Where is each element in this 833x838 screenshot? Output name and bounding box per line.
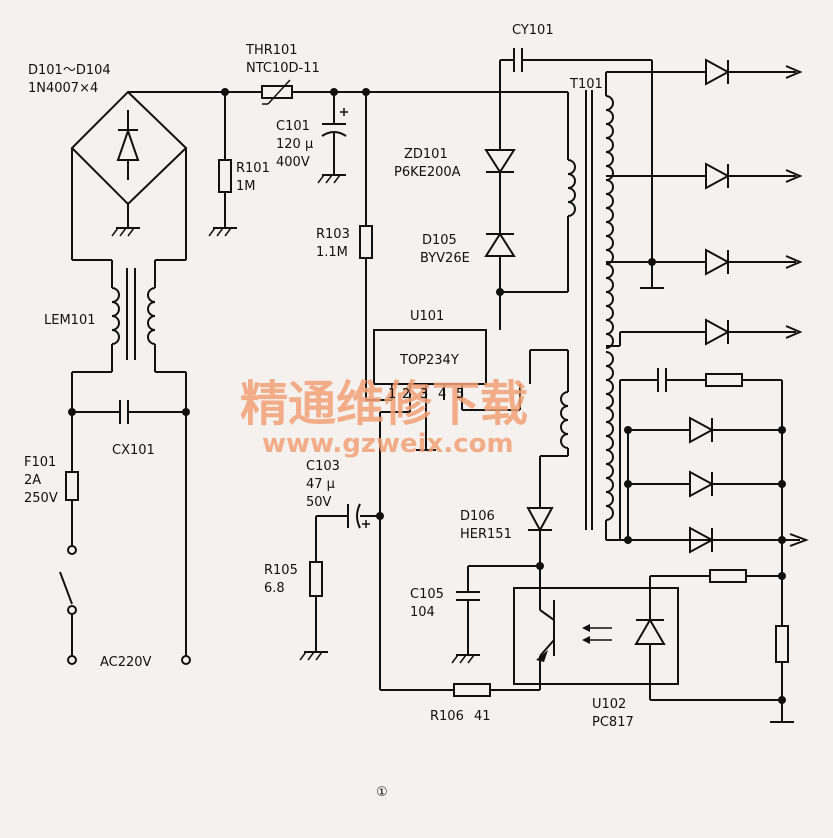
label-f101-val1: 2A (24, 473, 41, 488)
label-c105-val: 104 (410, 605, 435, 620)
label-thr101-part: NTC10D-11 (246, 61, 320, 76)
label-u101: U101 (410, 309, 444, 324)
label-ac220v: AC220V (100, 655, 152, 670)
label-r103-val: 1.1M (316, 245, 348, 260)
label-zd101-part: P6KE200A (394, 165, 461, 180)
output-rectifiers (605, 58, 803, 554)
label-pin4: 4 (438, 387, 446, 402)
label-r105: R105 (264, 563, 298, 578)
label-d105-part: BYV26E (420, 251, 470, 266)
d106-c105 (451, 456, 554, 664)
watermark: 精通维修下载 www.gzweix.com (240, 376, 528, 459)
label-d101: D101～D104 (28, 63, 111, 78)
label-cx101: CX101 (112, 443, 155, 458)
bridge-rectifier (70, 90, 225, 261)
label-lem101: LEM101 (44, 313, 96, 328)
label-u102-part: PC817 (592, 715, 634, 730)
label-cy101: CY101 (512, 23, 554, 38)
label-d106: D106 (460, 509, 495, 524)
label-zd101: ZD101 (404, 147, 448, 162)
label-pin3: 3 (420, 387, 428, 402)
label-pin5: 5 (456, 387, 464, 402)
label-d106-part: HER151 (460, 527, 512, 542)
r103-u101 (359, 88, 521, 690)
label-pin2: 2 (402, 387, 410, 402)
label-thr101: THR101 (245, 43, 298, 58)
figure-number: ① (376, 785, 388, 800)
label-r106: R106 (430, 709, 464, 724)
label-c101: C101 (276, 119, 310, 134)
cx101-capacitor (68, 400, 190, 424)
component-labels: D101～D104 1N4007×4 THR101 NTC10D-11 C101… (24, 23, 634, 800)
label-c101-val1: 120 μ (276, 137, 313, 152)
c103-r105 (299, 503, 384, 661)
lem101-choke (71, 260, 187, 412)
label-pin1: 1 (388, 387, 396, 402)
label-c103: C103 (306, 459, 340, 474)
thr101-thermistor (208, 79, 530, 237)
label-d105: D105 (422, 233, 457, 248)
fuse-switch-branch (59, 412, 191, 665)
clamp-network (484, 48, 653, 330)
label-u102: U102 (592, 697, 626, 712)
label-f101: F101 (24, 455, 56, 470)
label-r101: R101 (236, 161, 270, 176)
label-r101-val: 1M (236, 179, 256, 194)
label-c103-val1: 47 μ (306, 477, 335, 492)
label-c103-val2: 50V (306, 495, 332, 510)
label-c101-val2: 400V (276, 155, 310, 170)
label-t101: T101 (569, 77, 603, 92)
label-r106-val: 41 (474, 709, 491, 724)
label-d101-part: 1N4007×4 (28, 81, 98, 96)
label-f101-val2: 250V (24, 491, 58, 506)
u102-optocoupler (380, 540, 794, 723)
c101-capacitor (317, 88, 348, 184)
watermark-title: 精通维修下载 (240, 376, 528, 432)
label-r105-val: 6.8 (264, 581, 285, 596)
t101-transformer (529, 90, 809, 547)
label-c105: C105 (410, 587, 444, 602)
watermark-url: www.gzweix.com (262, 429, 514, 459)
label-r103: R103 (316, 227, 350, 242)
label-u101-part: TOP234Y (399, 353, 459, 368)
